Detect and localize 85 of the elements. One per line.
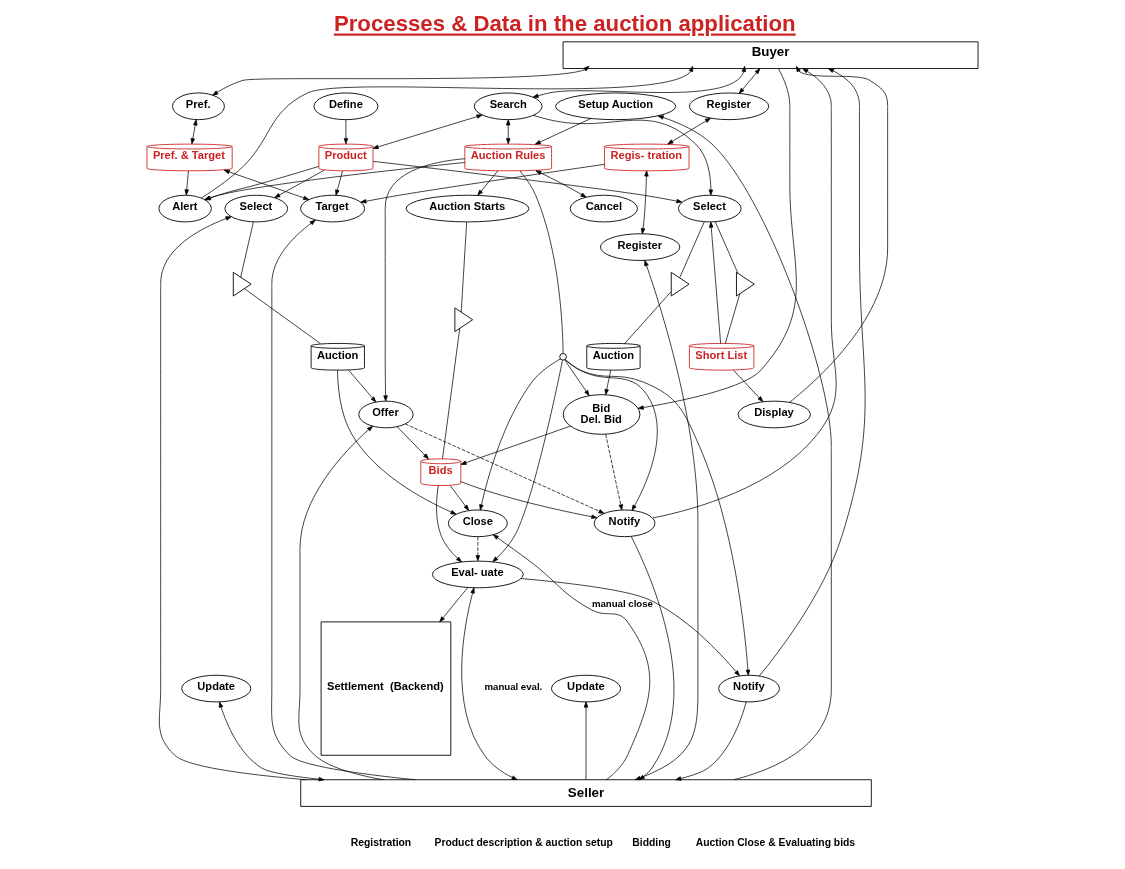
arrow <box>343 119 349 145</box>
arrow <box>335 170 343 196</box>
arrow <box>348 369 377 403</box>
diagram-title: Processes & Data in the auction application <box>333 11 796 37</box>
label: Bidding <box>632 837 671 849</box>
arrow <box>158 216 307 781</box>
arrow <box>738 68 761 94</box>
node-ellipse: Offer <box>358 400 414 429</box>
arrow <box>274 169 325 198</box>
arrow <box>564 359 590 396</box>
arrow <box>583 701 589 780</box>
node-ellipse: Notify <box>718 674 780 703</box>
arrow <box>461 587 518 781</box>
arrow <box>637 68 797 410</box>
connector <box>244 288 321 344</box>
edge-label: manual eval. <box>484 681 543 693</box>
arrow <box>298 425 384 781</box>
arrow <box>564 359 751 676</box>
arrow <box>360 163 605 204</box>
node-box: Buyer <box>562 41 979 69</box>
arrow <box>396 426 429 460</box>
arrow <box>657 115 832 781</box>
node-ellipse: Display <box>737 400 811 429</box>
arrow <box>479 358 561 511</box>
arrow <box>733 369 764 402</box>
node-triangle <box>736 271 755 297</box>
connector <box>679 221 705 278</box>
arrow <box>383 158 466 402</box>
arrow <box>604 369 612 395</box>
node-ellipse: Auction Starts <box>405 194 530 223</box>
label: Auction Close & Evaluating bids <box>695 837 856 849</box>
arrow <box>184 170 189 196</box>
connector <box>624 291 672 344</box>
label: Registration <box>350 837 412 849</box>
node-ellipse: Bid Del. Bid <box>562 394 641 435</box>
node-ellipse: Define <box>313 92 379 121</box>
node-circle <box>559 353 567 361</box>
arrow <box>460 481 598 519</box>
arrow <box>605 434 623 511</box>
node-ellipse: Update <box>181 674 252 703</box>
arrow <box>271 219 416 781</box>
arrow <box>190 119 198 145</box>
arrow <box>789 65 888 403</box>
arrow <box>439 587 469 623</box>
node-box: Settlement (Backend) <box>320 621 452 756</box>
connector <box>240 221 254 278</box>
edge-label: manual close <box>591 597 653 609</box>
arrow <box>758 68 866 677</box>
arrow <box>337 369 457 515</box>
arrow <box>709 221 721 344</box>
arrow <box>667 117 711 145</box>
connector <box>519 170 564 354</box>
arrow <box>532 115 714 196</box>
label: Product description & auction setup <box>434 837 613 849</box>
connector <box>460 221 468 313</box>
arrow <box>564 359 658 511</box>
arrow <box>652 68 837 519</box>
arrow <box>449 485 470 511</box>
arrow <box>404 423 605 514</box>
arrow <box>218 701 325 782</box>
arrow <box>460 425 571 465</box>
arrow <box>534 118 592 145</box>
arrow <box>640 170 649 235</box>
node-ellipse: Register <box>600 233 681 261</box>
arrow <box>212 65 590 96</box>
arrow <box>436 485 462 563</box>
node-triangle <box>454 307 474 333</box>
arrow <box>223 169 310 200</box>
node-triangle <box>232 271 252 297</box>
arrow <box>492 359 563 563</box>
arrow <box>372 114 483 149</box>
arrow <box>520 578 740 677</box>
arrow <box>477 170 499 196</box>
connector <box>714 221 739 274</box>
arrow <box>675 701 747 781</box>
node-ellipse: Update <box>551 674 621 703</box>
node-triangle <box>670 271 690 297</box>
connector <box>725 293 741 344</box>
arrow <box>532 65 746 98</box>
connector <box>442 328 461 460</box>
arrow <box>506 119 511 145</box>
arrow <box>475 536 480 562</box>
arrow <box>535 170 587 198</box>
arrow <box>372 161 683 204</box>
node-ellipse: Eval- uate <box>431 560 524 589</box>
